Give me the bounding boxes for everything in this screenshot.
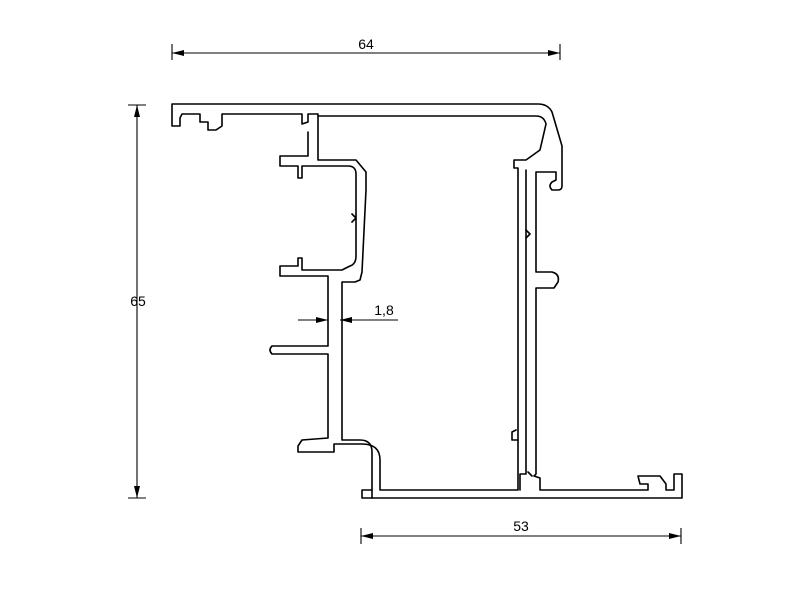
profile-outer-contour [171,103,683,499]
dimension-height-label: 65 [130,293,146,309]
profile-notches [351,213,533,477]
profile-left-channel [269,115,547,491]
aluminium-profile [171,103,683,499]
dimension-wall-thickness: 1,8 [298,302,398,323]
dimension-top-width-label: 64 [358,36,374,52]
dimension-bottom-width-label: 53 [513,518,529,534]
dimension-top-width: 64 [171,36,561,60]
dimension-bottom-width: 53 [360,518,682,544]
dimension-wall-thickness-label: 1,8 [374,302,394,318]
profile-inner-wall [511,169,527,491]
dimension-height: 65 [128,104,146,499]
